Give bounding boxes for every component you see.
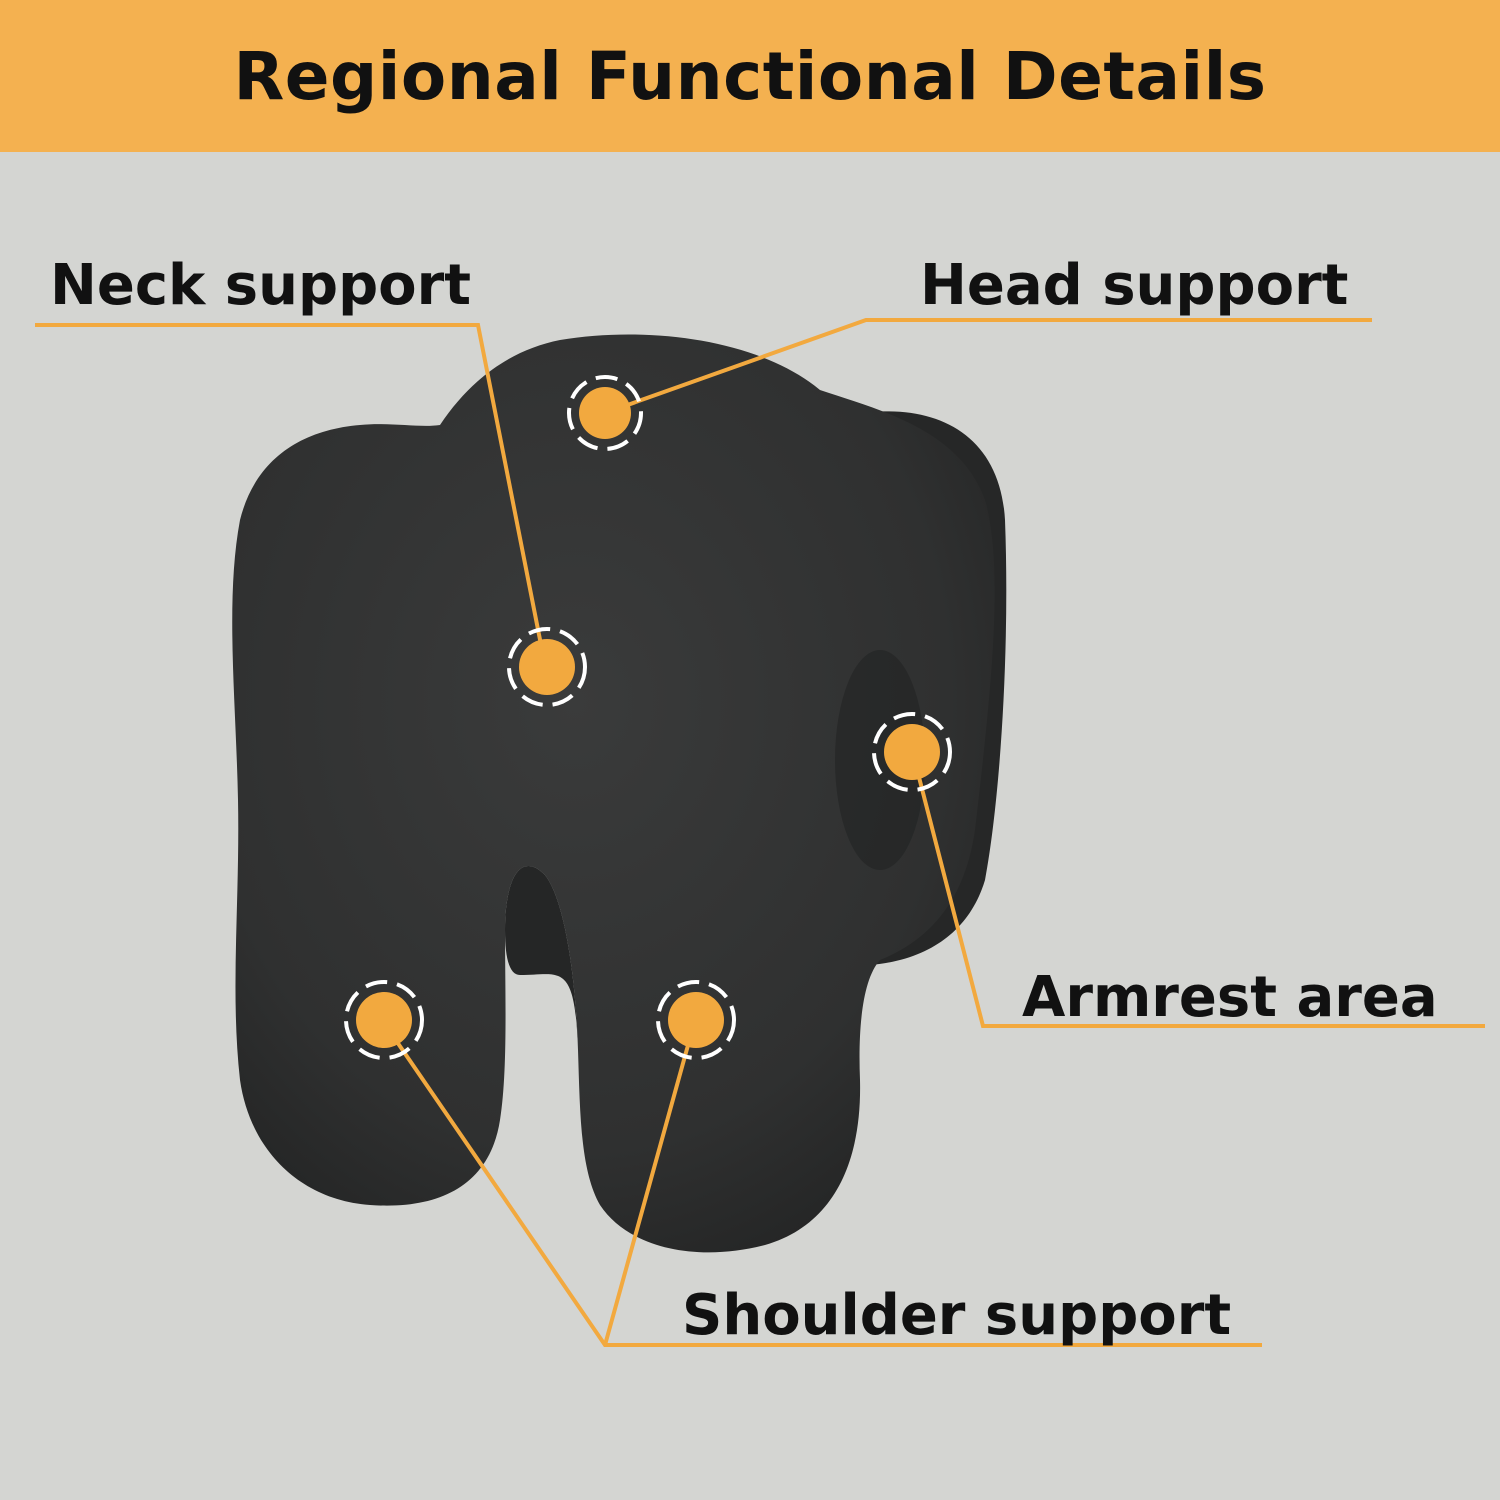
marker-shoulder-right	[656, 980, 736, 1060]
title-banner: Regional Functional Details	[0, 0, 1500, 152]
neck-leader-line	[35, 323, 547, 666]
head-leader-line	[604, 318, 1372, 415]
leader-lines	[35, 318, 1485, 1347]
shoulder-leader-line-2	[603, 1019, 697, 1346]
head-support-label: Head support	[920, 253, 1349, 318]
marker-neck	[507, 627, 587, 707]
marker-head	[567, 375, 643, 451]
marker-armrest	[872, 712, 952, 792]
marker-shoulder-left	[344, 980, 424, 1060]
page-title: Regional Functional Details	[233, 37, 1267, 115]
pillow-shape	[232, 334, 1007, 1253]
neck-support-label: Neck support	[50, 253, 472, 318]
shoulder-support-label: Shoulder support	[682, 1283, 1232, 1348]
armrest-area-label: Armrest area	[1022, 965, 1438, 1030]
armrest-leader-line	[910, 749, 1485, 1028]
